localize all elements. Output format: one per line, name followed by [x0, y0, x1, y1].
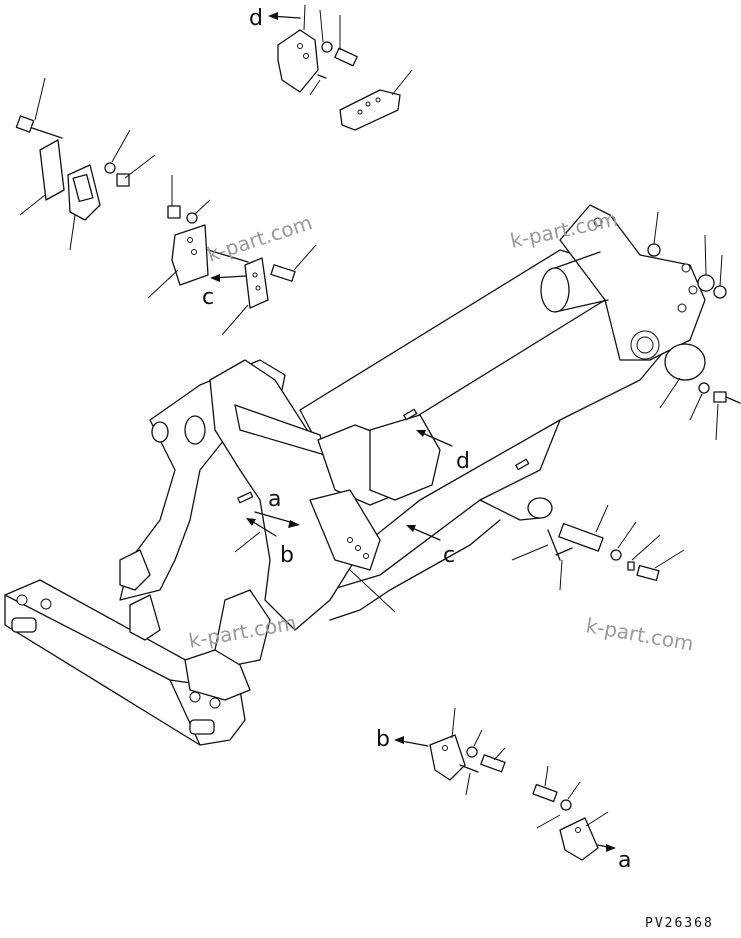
washer	[610, 549, 622, 561]
callout-letter-a: a	[268, 487, 281, 512]
washer	[560, 799, 572, 811]
bushing	[697, 274, 715, 292]
shim-plate	[39, 139, 65, 201]
washer	[466, 746, 478, 758]
bolt	[270, 264, 296, 282]
lower-front-bracket	[184, 649, 251, 701]
rear-cross-tube-end	[540, 267, 570, 313]
front-tube-end	[184, 415, 206, 445]
front-tube-boss	[151, 421, 169, 443]
pivot-pin	[558, 522, 604, 552]
front-crossmember	[4, 579, 246, 746]
washer	[713, 285, 727, 299]
top-bracket	[277, 29, 319, 93]
callout-letter-c: c	[443, 543, 455, 568]
callout-letter-b: b	[280, 543, 294, 568]
washer	[698, 382, 710, 394]
rear-plate-hole	[677, 303, 687, 313]
washer	[186, 212, 198, 224]
front-left-upright	[119, 359, 286, 601]
bolt-head	[713, 391, 727, 403]
rubber-pad	[339, 89, 401, 131]
top-bracket-group	[268, 4, 413, 131]
nut	[167, 205, 181, 219]
side-pin-boss	[527, 497, 553, 519]
rear-cover-group	[647, 211, 741, 441]
shim-plate	[244, 257, 269, 309]
callout-letter-b: b	[376, 727, 390, 752]
washer	[321, 41, 333, 53]
round-cover-plate	[664, 343, 706, 381]
drawing-code: PV26368	[645, 916, 714, 931]
center-bracket-group	[147, 175, 317, 336]
washer	[104, 162, 116, 174]
crossmember-hole	[189, 691, 201, 703]
crossmember-hole	[209, 697, 221, 709]
lower-mount-bracket	[429, 734, 466, 781]
crossmember-hole	[16, 594, 28, 606]
nut	[647, 243, 661, 257]
rear-plate-hole	[688, 285, 698, 295]
callout-letter-d: d	[456, 449, 470, 474]
callout-arrows	[234, 430, 453, 613]
bolt	[636, 564, 660, 582]
lower-front-bracket	[129, 594, 161, 641]
lower-mount-bracket	[559, 817, 599, 861]
watermark-text: k-part.com	[584, 613, 695, 656]
pin-group	[511, 504, 685, 591]
lower-bracket-a-group	[532, 765, 616, 861]
bolt-head	[15, 115, 35, 133]
bolt	[480, 754, 506, 773]
lower-bracket-b-group	[394, 707, 506, 796]
front-tow-slot	[189, 719, 215, 735]
center-mount-bracket	[171, 224, 209, 286]
main-frame	[4, 204, 706, 746]
crossmember-hole	[40, 598, 52, 610]
bolt	[334, 47, 358, 67]
rear-plate-hole	[681, 263, 691, 273]
callout-letter-a: a	[618, 848, 631, 873]
spring-washer	[627, 561, 635, 571]
rear-plate-hole	[593, 217, 603, 227]
lower-gusset	[309, 489, 381, 571]
lower-front-bracket	[119, 549, 151, 591]
front-tow-slot	[11, 617, 37, 633]
callout-letter-c: c	[202, 285, 214, 310]
left-bracket-group	[15, 77, 156, 251]
callout-letter-d: d	[249, 6, 263, 31]
rear-housing-plate	[559, 204, 706, 361]
bolt	[532, 783, 558, 803]
rear-housing-bore-inner	[636, 336, 654, 354]
